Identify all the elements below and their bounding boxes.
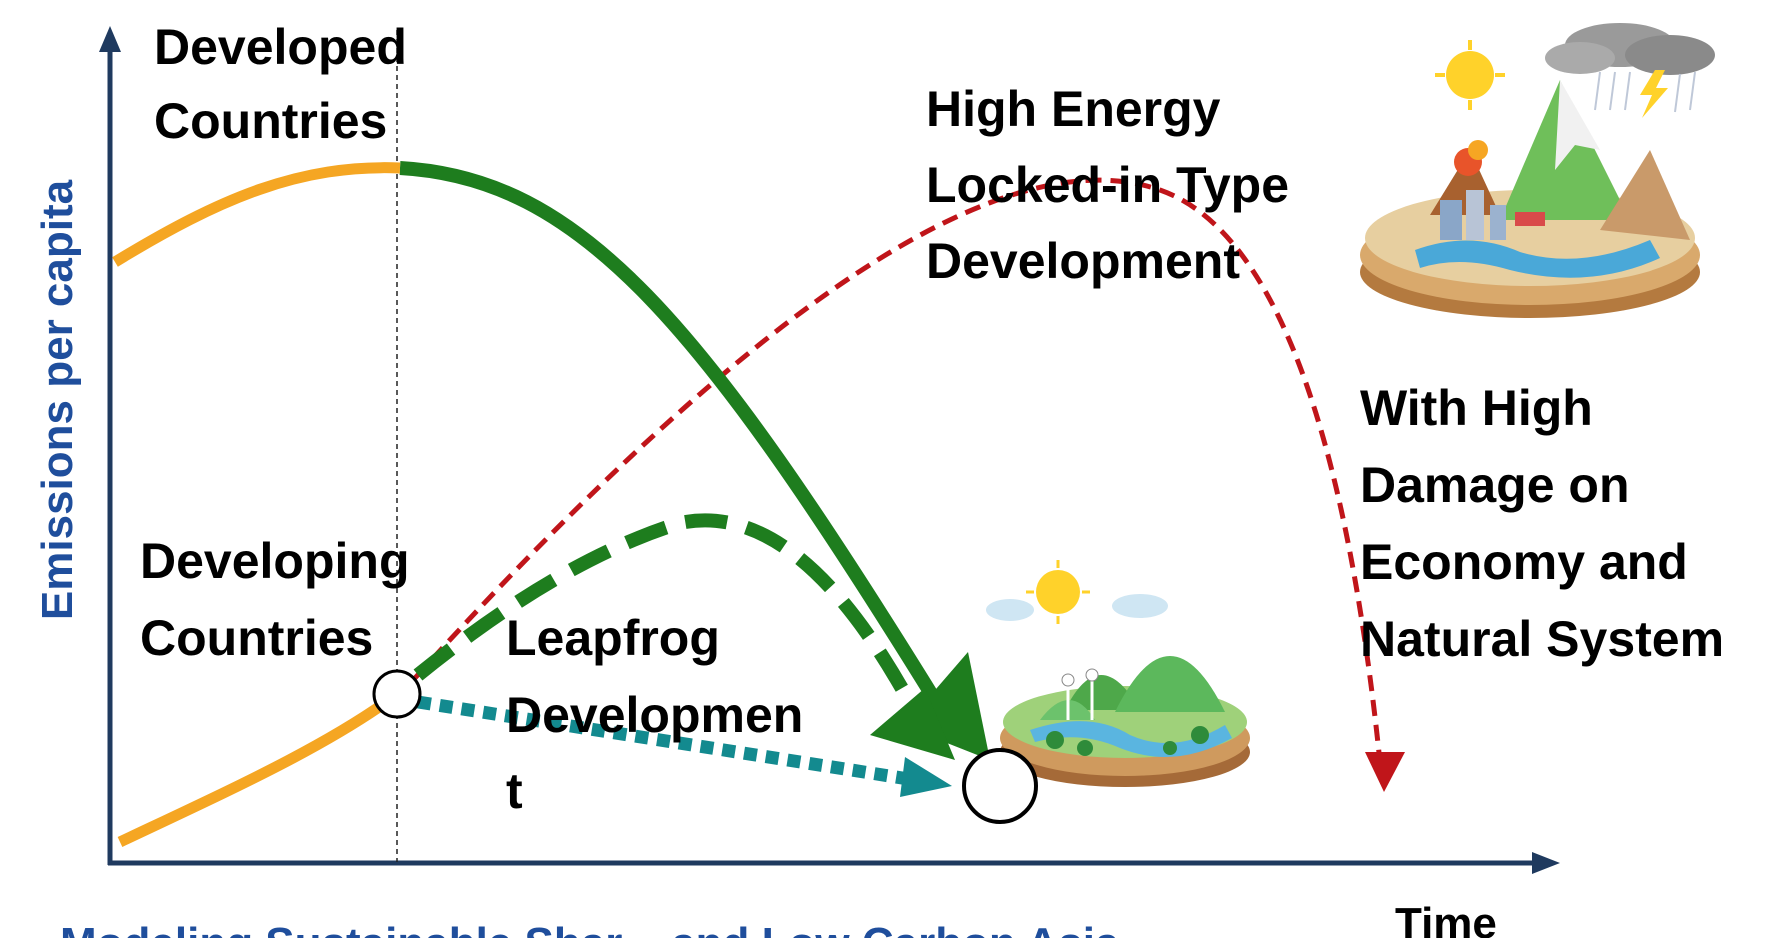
x-axis-arrow-icon: [1532, 852, 1560, 874]
sustainable-direct-line: [416, 695, 917, 787]
developed-rise-line: [112, 162, 401, 267]
leapfrog-label: Leapfrog Developmen t: [506, 610, 817, 819]
high-energy-label: High Energy Locked-in Type Development: [926, 81, 1303, 289]
developing-rise-line: [117, 687, 404, 847]
y-axis-title: Emissions per capita: [33, 179, 82, 620]
x-axis-title: Time: [1395, 899, 1497, 938]
high-damage-label: With High Damage on Economy and Natural …: [1360, 380, 1724, 667]
sustainable-direct-arrow-icon: [900, 757, 952, 797]
developed-countries-label: Developed Countries: [154, 19, 421, 149]
high-energy-arrow-icon: [1365, 752, 1405, 792]
damaged-world-illustration: [1360, 23, 1715, 318]
leapfrog-path-line: [413, 513, 922, 716]
sustainable-target-marker: [962, 748, 1038, 824]
y-axis-arrow-icon: [99, 26, 121, 52]
sustainable-world-illustration: [986, 560, 1250, 787]
developing-countries-label: Developing Countries: [140, 533, 423, 666]
high-energy-path-line: [413, 177, 1385, 783]
divergence-point-marker: [372, 669, 422, 719]
axes: [99, 26, 1560, 874]
bottom-caption: Modeling Sustainable Shar...-and Low Car…: [60, 919, 1120, 938]
developed-decline-line: [399, 161, 941, 704]
leapfrog-arrow-icon: [870, 688, 955, 760]
